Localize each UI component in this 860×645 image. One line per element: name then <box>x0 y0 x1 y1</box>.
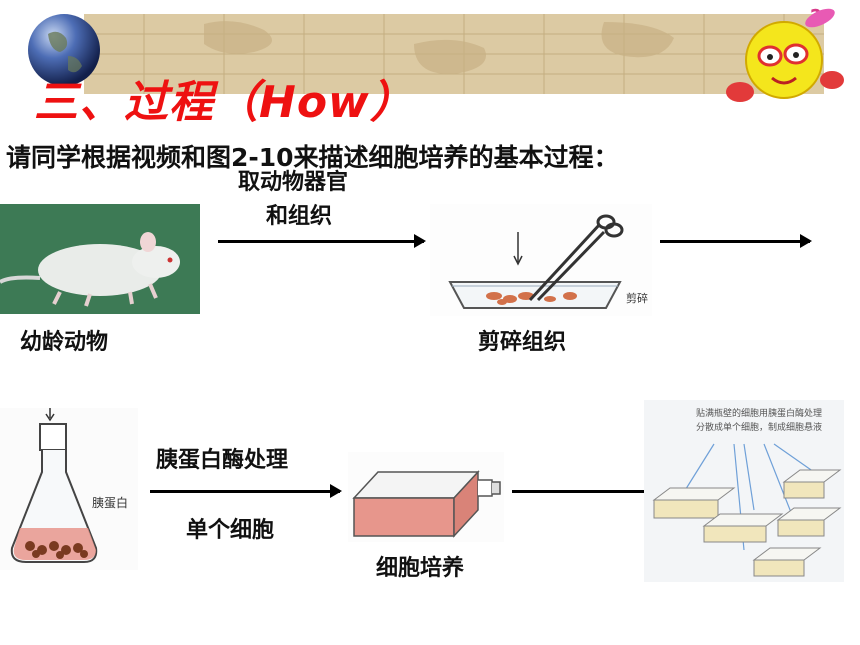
subculture-text-line1: 贴满瓶壁的细胞用胰蛋白酶处理 <box>696 409 823 419</box>
arrow2-label-line1: 胰蛋白酶处理 <box>156 448 289 473</box>
subculture-diagram-image: 贴满瓶壁的细胞用胰蛋白酶处理 分散成单个细胞，制成细胞悬液 <box>644 400 844 582</box>
mascot-icon: ? <box>722 0 852 112</box>
arrow-3 <box>512 484 662 498</box>
label-young-animal: 幼龄动物 <box>20 330 109 355</box>
arrow2-label-line2: 单个细胞 <box>186 518 275 543</box>
page-title: 三、过程（How） <box>34 77 415 128</box>
header-banner <box>84 14 824 94</box>
map-texture <box>84 14 824 94</box>
mince-side-text: 剪碎 <box>626 292 648 305</box>
arrow-to-next-row <box>660 234 812 248</box>
instruction-text: 请同学根据视频和图2-10来描述细胞培养的基本过程： <box>6 143 619 172</box>
flask-side-text: 胰蛋白 <box>92 496 129 510</box>
arrow1-label-line2: 和组织 <box>266 204 333 229</box>
label-cell-culture: 细胞培养 <box>376 556 465 581</box>
trypsin-flask-image: 胰蛋白 <box>0 408 138 570</box>
label-mince-tissue: 剪碎组织 <box>478 330 567 355</box>
culture-flask-image <box>348 452 504 542</box>
arrow-2 <box>150 484 342 498</box>
mince-tissue-image: 剪碎 <box>430 204 652 316</box>
arrow1-label-line1: 取动物器官 <box>238 170 349 195</box>
subculture-text-line2: 分散成单个细胞，制成细胞悬液 <box>696 423 823 433</box>
arrow-1 <box>218 234 426 248</box>
globe-icon <box>26 12 102 88</box>
mouse-image <box>0 204 200 314</box>
